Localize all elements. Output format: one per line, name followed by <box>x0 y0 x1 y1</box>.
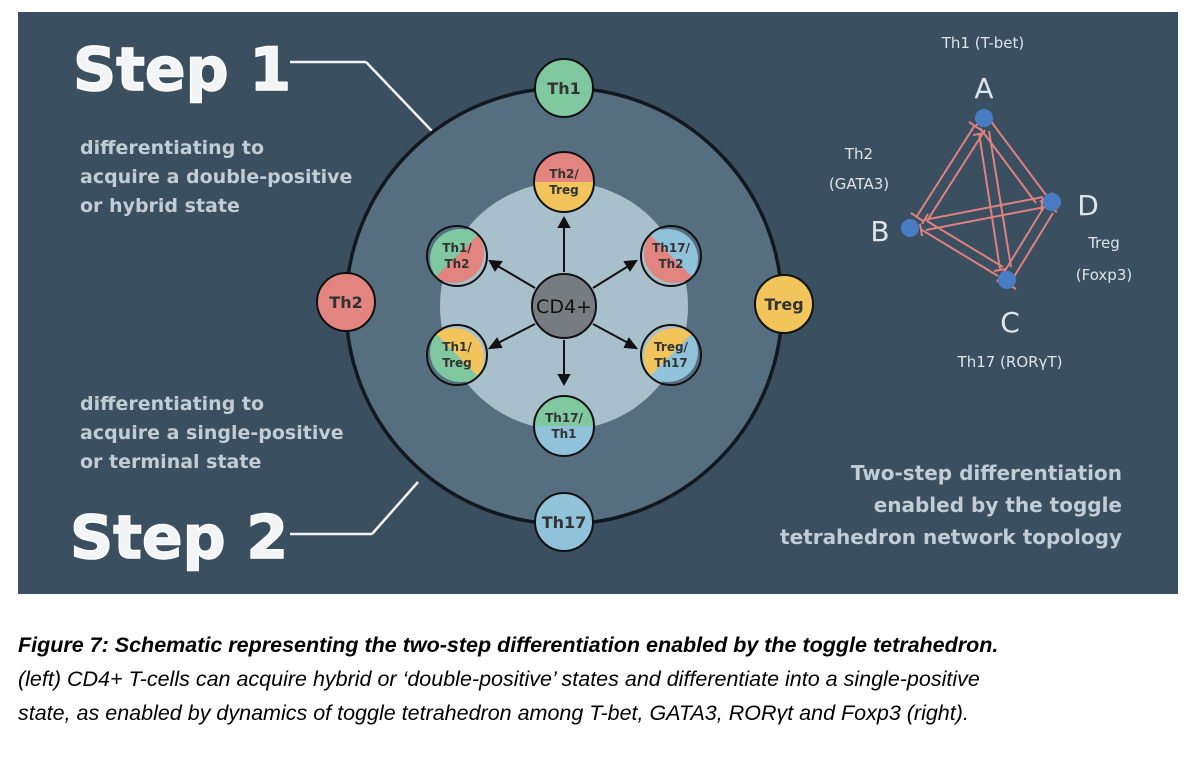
hybrid-node-treg-th17: Treg/ Th17 <box>640 324 702 386</box>
edge-a-b-2 <box>926 129 986 222</box>
edge-a-b-1 <box>916 124 976 217</box>
arrow-downright <box>592 323 631 345</box>
summary-line3: tetrahedron network topology <box>780 525 1122 549</box>
hybrid-label-line1: Th1/ <box>442 241 472 255</box>
hybrid-label-line2: Th17 <box>654 356 687 370</box>
step2-title: Step 2 <box>70 503 288 573</box>
cd4-node <box>531 273 597 339</box>
tetrahedron-edges <box>916 119 1054 281</box>
arrow-up-head <box>557 215 571 228</box>
tetra-letter-c: C <box>1000 306 1020 339</box>
caption-line3: state, as enabled by dynamics of toggle … <box>18 701 969 725</box>
outer-node-th1: Th1 <box>534 58 594 118</box>
hybrid-label-line1: Th1/ <box>442 340 472 354</box>
edge-c-d-1 <box>1002 206 1045 275</box>
cd4-label: CD4+ <box>536 296 592 318</box>
tetra-node-d <box>1043 193 1061 211</box>
hybrid-label-line1: Th2/ <box>549 167 579 181</box>
hybrid-label-line1: Treg/ <box>654 340 689 354</box>
hybrid-node-th1-th2: Th1/ Th2 <box>426 225 488 287</box>
hybrid-node-th17-th1: Th17/ Th1 <box>533 395 595 457</box>
tetra-letter-b: B <box>870 215 889 248</box>
step1-desc-line2: acquire a double-positive <box>80 166 352 188</box>
step1-desc-line3: or hybrid state <box>80 195 240 217</box>
summary-line1: Two-step differentiation <box>851 461 1122 485</box>
hybrid-label-line1: Th17/ <box>545 411 583 425</box>
tetra-node-a <box>975 109 993 127</box>
outer-node-th2: Th2 <box>316 272 376 332</box>
tetra-label-b-line2: (GATA3) <box>829 175 889 193</box>
edge-b-d-1 <box>923 196 1044 221</box>
hybrid-label-line2: Treg <box>442 356 472 370</box>
summary-line2: enabled by the toggle <box>874 493 1122 517</box>
arrows <box>487 215 639 387</box>
arrow-upright-head <box>623 259 638 272</box>
edge-a-c-1 <box>978 132 1001 270</box>
caption-title: Figure 7: Schematic representing the two… <box>18 633 999 657</box>
caption-line2: (left) CD4+ T-cells can acquire hybrid o… <box>18 667 980 691</box>
arrow-upleft <box>495 264 536 289</box>
step2-desc-line1: differentiating to <box>80 393 264 415</box>
arrow-downleft <box>495 323 536 345</box>
tetra-label-c: Th17 (RORγT) <box>957 353 1063 371</box>
edge-b-c-1 <box>921 229 999 277</box>
outer-node-label: Th17 <box>542 513 587 532</box>
edge-b-c-2 <box>926 220 1004 268</box>
step1-desc-line1: differentiating to <box>80 137 264 159</box>
arrow-downright-head <box>623 337 639 350</box>
edge-b-d-2 <box>925 206 1046 231</box>
edge-a-c-2 <box>988 130 1012 268</box>
hybrid-node-th17-th2: Th17/ Th2 <box>640 225 702 287</box>
step1-title: Step 1 <box>73 35 291 105</box>
figure-panel: Step 1 differentiating to acquire a doub… <box>18 12 1178 594</box>
hybrid-label-line2: Treg <box>549 183 579 197</box>
arrow-downleft-head <box>487 337 503 350</box>
tetra-label-d-line1: Treg <box>1087 234 1120 252</box>
tetra-label-d-line2: (Foxp3) <box>1076 266 1132 284</box>
hybrid-label-line1: Th17/ <box>652 241 690 255</box>
figure-caption: Figure 7: Schematic representing the two… <box>18 628 1183 730</box>
hybrid-label-line2: Th2 <box>444 257 469 271</box>
tetra-label-b-line1: Th2 <box>844 145 873 163</box>
arrow-upright <box>592 264 631 289</box>
outer-node-th17: Th17 <box>534 492 594 552</box>
hybrid-node-th2-treg: Th2/ Treg <box>533 151 595 213</box>
tetra-node-c <box>998 271 1016 289</box>
arrow-upleft-head <box>488 259 503 272</box>
outer-node-label: Treg <box>764 295 803 314</box>
outer-node-label: Th1 <box>547 79 580 98</box>
step2-desc-line2: acquire a single-positive <box>80 422 344 444</box>
tetra-node-b <box>901 219 919 237</box>
edge-a-d-1 <box>989 119 1047 196</box>
outer-node-treg: Treg <box>754 274 814 334</box>
hybrid-label-line2: Th1 <box>551 427 576 441</box>
edge-a-d-2 <box>979 127 1037 204</box>
arrow-down-head <box>557 374 571 387</box>
hybrid-label-line2: Th2 <box>658 257 683 271</box>
hybrid-node-th1-treg: Th1/ Treg <box>426 324 488 386</box>
tetra-letter-d: D <box>1077 189 1099 222</box>
tetra-letter-a: A <box>974 72 993 105</box>
edge-c-d-2 <box>1011 212 1054 281</box>
tetra-label-a: Th1 (T-bet) <box>941 34 1025 52</box>
step2-desc-line3: or terminal state <box>80 451 261 473</box>
outer-node-label: Th2 <box>329 293 362 312</box>
step2-connector-diag <box>371 481 419 535</box>
